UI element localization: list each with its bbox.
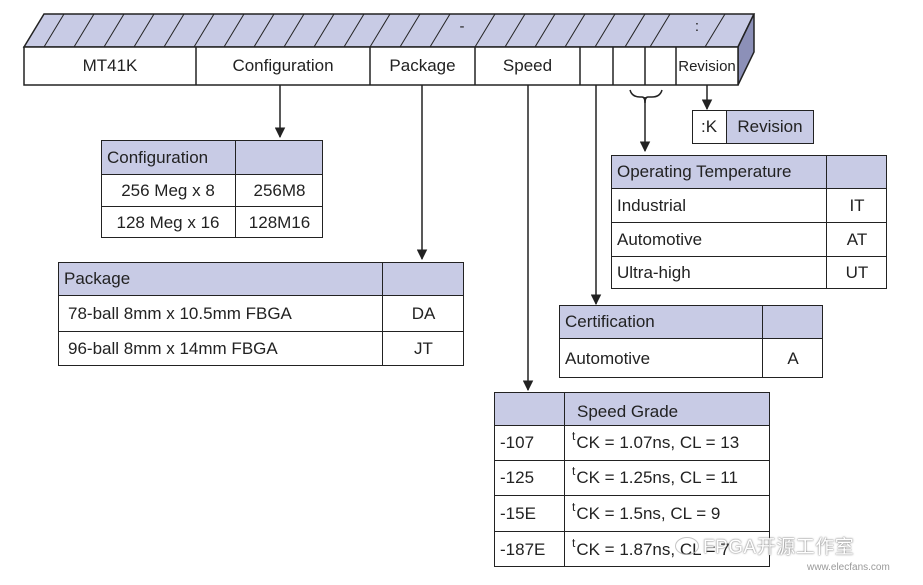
- package-row-1-desc: 96-ball 8mm x 14mm FBGA: [68, 339, 278, 358]
- package-row-divider: [58, 331, 464, 333]
- watermark-text: FPGA开源工作室: [703, 537, 855, 558]
- package-col-divider: [382, 262, 384, 366]
- speed-grade-header: Speed Grade: [577, 402, 679, 421]
- speed-grade-row-0-text: CK = 1.07ns, CL = 13: [576, 433, 740, 452]
- revision-label: Revision: [737, 117, 803, 136]
- temperature-row-2-code: UT: [845, 263, 869, 282]
- speed-grade-row-1-code: -125: [500, 468, 535, 487]
- configuration-header-bg: [101, 140, 323, 175]
- temperature-row-0-desc: Industrial: [617, 195, 686, 215]
- speed-grade-row-2-text: CK = 1.5ns, CL = 9: [576, 503, 721, 523]
- part-bar-top-face: [22, 13, 756, 48]
- package-header-bg: [58, 262, 464, 296]
- t-superscript: t: [572, 535, 576, 550]
- speed-grade-col-divider: [564, 392, 566, 567]
- connector-arrows: [274, 85, 713, 392]
- certification-col-divider: [762, 305, 764, 378]
- package-row-0-desc: 78-ball 8mm x 10.5mm FBGA: [68, 303, 292, 323]
- watermark: FPGA开源工作室 www.elecfans.com: [675, 532, 890, 573]
- speed-grade-row-1-text: CK = 1.25ns, CL = 11: [576, 468, 738, 487]
- part-bar-dividers: [195, 47, 677, 85]
- temperature-row-divider-2: [611, 256, 887, 258]
- speed-grade-row-divider-2: [494, 495, 770, 497]
- revision-code: :K: [700, 117, 718, 136]
- speed-grade-row-2-code: -15E: [500, 503, 536, 523]
- certification-header: Certification: [565, 312, 655, 331]
- field-mt41k: MT41K: [82, 56, 138, 75]
- field-revision: Revision: [678, 57, 736, 75]
- speed-grade-row-divider-1: [494, 460, 770, 462]
- temperature-header-bg: [611, 155, 887, 189]
- field-speed: Speed: [502, 56, 553, 75]
- watermark-url: www.elecfans.com: [807, 562, 890, 573]
- temperature-header: Operating Temperature: [617, 162, 792, 181]
- speed-grade-row-0-code: -107: [500, 433, 535, 452]
- dash-separator: -: [459, 17, 465, 35]
- field-configuration: Configuration: [232, 56, 334, 75]
- certification-row-0-code: A: [787, 348, 799, 368]
- package-header: Package: [64, 269, 131, 288]
- speed-grade-row-divider-3: [494, 531, 770, 533]
- configuration-row-0-code: 256M8: [253, 180, 306, 200]
- part-bar-front-face: [23, 46, 739, 86]
- colon-separator: :: [694, 17, 700, 35]
- t-superscript: t: [572, 499, 576, 514]
- temperature-row-2-desc: Ultra-high: [617, 263, 691, 282]
- certification-header-bg: [559, 305, 823, 339]
- configuration-header: Configuration: [107, 147, 209, 167]
- brace: [629, 89, 663, 104]
- configuration-row-0-desc: 256 Meg x 8: [121, 180, 215, 200]
- t-superscript: t: [572, 464, 576, 478]
- configuration-row-1-desc: 128 Meg x 16: [116, 212, 220, 232]
- temperature-row-1-code: AT: [846, 229, 868, 249]
- field-package: Package: [389, 56, 456, 75]
- speed-grade-header-bg: [494, 392, 770, 426]
- temperature-row-divider-1: [611, 222, 887, 224]
- t-superscript: t: [572, 429, 576, 443]
- part-bar-hatching: [43, 13, 726, 48]
- configuration-row-1-code: 128M16: [248, 212, 311, 232]
- package-row-0-code: DA: [411, 303, 436, 323]
- package-row-1-code: JT: [414, 339, 433, 358]
- wechat-icon: [675, 536, 699, 555]
- configuration-row-divider: [101, 206, 323, 208]
- temperature-row-1-desc: Automotive: [617, 229, 703, 249]
- revision-label-bg: [726, 110, 814, 144]
- speed-grade-row-3-code: -187E: [500, 539, 546, 559]
- certification-row-0-desc: Automotive: [565, 348, 651, 368]
- temperature-row-0-code: IT: [849, 195, 865, 215]
- configuration-col-divider: [235, 140, 237, 238]
